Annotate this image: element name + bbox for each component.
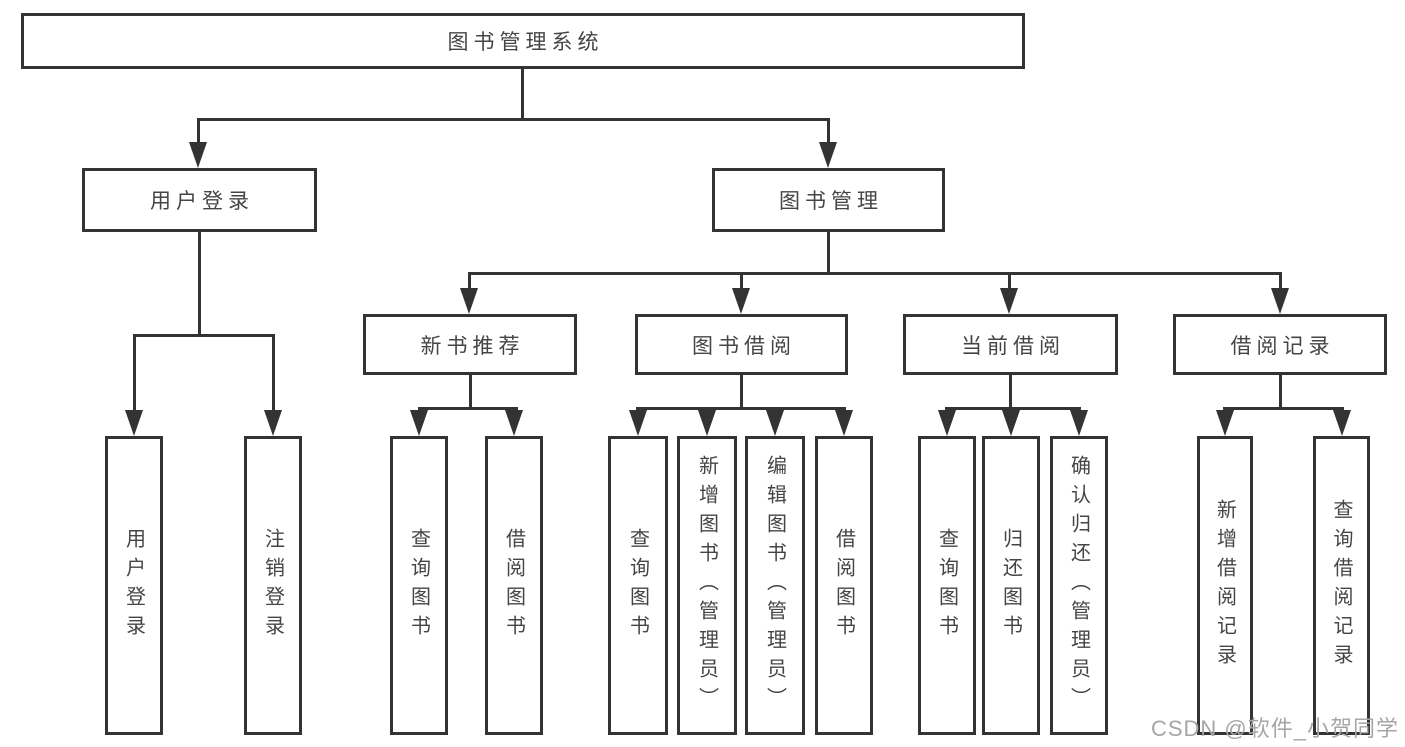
connector-root-stem: [521, 69, 524, 118]
arrow-down-icon: [835, 410, 853, 436]
arrow-down-icon: [1271, 288, 1289, 314]
arrow-down-icon: [819, 142, 837, 168]
leaf-edit-book-admin: 编辑图书（管理员）: [745, 436, 805, 735]
csdn-watermark: CSDN @软件_小贺同学: [1150, 716, 1399, 741]
leaf-label: 确认归还（管理员）: [1067, 455, 1090, 716]
arrow-down-icon: [698, 410, 716, 436]
leaf-label: 查询借阅记录: [1330, 498, 1352, 673]
node-label: 借阅记录: [1230, 334, 1335, 358]
node-label: 图书借阅: [692, 334, 796, 358]
leaf-query-books-newbook: 查询图书: [390, 436, 448, 735]
connector-newbook-stem: [469, 375, 472, 410]
node-new-book-recommendation: 新书推荐: [363, 314, 577, 375]
leaf-label: 借阅图书: [832, 527, 855, 644]
arrow-down-icon: [732, 288, 750, 314]
arrow-down-icon: [1000, 288, 1018, 314]
leaf-query-books-borrow: 查询图书: [608, 436, 668, 735]
arrow-down-icon: [1333, 410, 1351, 436]
leaf-borrow-books-newbook: 借阅图书: [485, 436, 543, 735]
node-label: 用户登录: [150, 190, 254, 213]
leaf-query-books-current: 查询图书: [918, 436, 976, 735]
leaf-label: 查询图书: [626, 527, 649, 644]
leaf-label: 查询图书: [935, 527, 958, 644]
node-label: 当前借阅: [961, 334, 1065, 358]
arrow-down-icon: [264, 410, 282, 436]
leaf-add-book-admin: 新增图书（管理员）: [677, 436, 737, 735]
leaf-borrow-books-borrow: 借阅图书: [815, 436, 873, 735]
leaf-label: 查询图书: [407, 527, 430, 644]
leaf-label: 归还图书: [999, 527, 1022, 644]
arrow-down-icon: [189, 142, 207, 168]
connector-current-rail: [945, 407, 1081, 410]
arrow-down-icon: [938, 410, 956, 436]
connector-newbook-rail: [418, 407, 518, 410]
leaf-return-book: 归还图书: [982, 436, 1040, 735]
arrow-down-icon: [125, 410, 143, 436]
connector-drop: [133, 337, 136, 412]
leaf-confirm-return-admin: 确认归还（管理员）: [1050, 436, 1108, 735]
node-borrowing-records: 借阅记录: [1173, 314, 1387, 375]
connector-drop: [272, 337, 275, 412]
connector-level2-rail: [197, 118, 830, 121]
connector-drop: [827, 118, 830, 146]
leaf-user-login: 用户登录: [105, 436, 163, 735]
arrow-down-icon: [1216, 410, 1234, 436]
arrow-down-icon: [1002, 410, 1020, 436]
connector-drop: [1008, 275, 1011, 290]
arrow-down-icon: [410, 410, 428, 436]
node-label: 图书管理系统: [447, 31, 604, 54]
node-library-system: 图书管理系统: [21, 13, 1025, 69]
leaf-logout: 注销登录: [244, 436, 302, 735]
leaf-label: 注销登录: [261, 527, 284, 644]
connector-records-rail: [1223, 407, 1344, 410]
connector-current-stem: [1009, 375, 1012, 410]
node-book-management: 图书管理: [712, 168, 945, 232]
arrow-down-icon: [460, 288, 478, 314]
connector-level3-rail: [468, 272, 1282, 275]
leaf-label: 新增图书（管理员）: [695, 455, 718, 716]
leaf-label: 新增借阅记录: [1213, 498, 1236, 673]
leaf-label: 借阅图书: [502, 527, 525, 644]
leaf-label: 用户登录: [122, 527, 145, 644]
arrow-down-icon: [1070, 410, 1088, 436]
arrow-down-icon: [505, 410, 523, 436]
connector-drop: [1279, 275, 1282, 290]
node-label: 图书管理: [779, 190, 883, 213]
connector-drop: [468, 275, 471, 290]
connector-records-stem: [1279, 375, 1282, 410]
node-label: 新书推荐: [420, 334, 525, 358]
connector-book-mgmt-stem: [827, 232, 830, 275]
connector-borrow-stem: [740, 375, 743, 410]
node-book-borrowing: 图书借阅: [635, 314, 848, 375]
connector-drop: [197, 118, 200, 146]
leaf-label: 编辑图书（管理员）: [763, 455, 786, 716]
connector-user-login-stem: [198, 232, 201, 337]
arrow-down-icon: [766, 410, 784, 436]
connector-drop: [740, 275, 743, 290]
connector-borrow-rail: [636, 407, 846, 410]
node-current-borrowing: 当前借阅: [903, 314, 1118, 375]
node-user-login: 用户登录: [82, 168, 317, 232]
arrow-down-icon: [629, 410, 647, 436]
connector-user-leaves-rail: [133, 334, 275, 337]
leaf-query-borrow-record: 查询借阅记录: [1313, 436, 1370, 735]
leaf-add-borrow-record: 新增借阅记录: [1197, 436, 1253, 735]
